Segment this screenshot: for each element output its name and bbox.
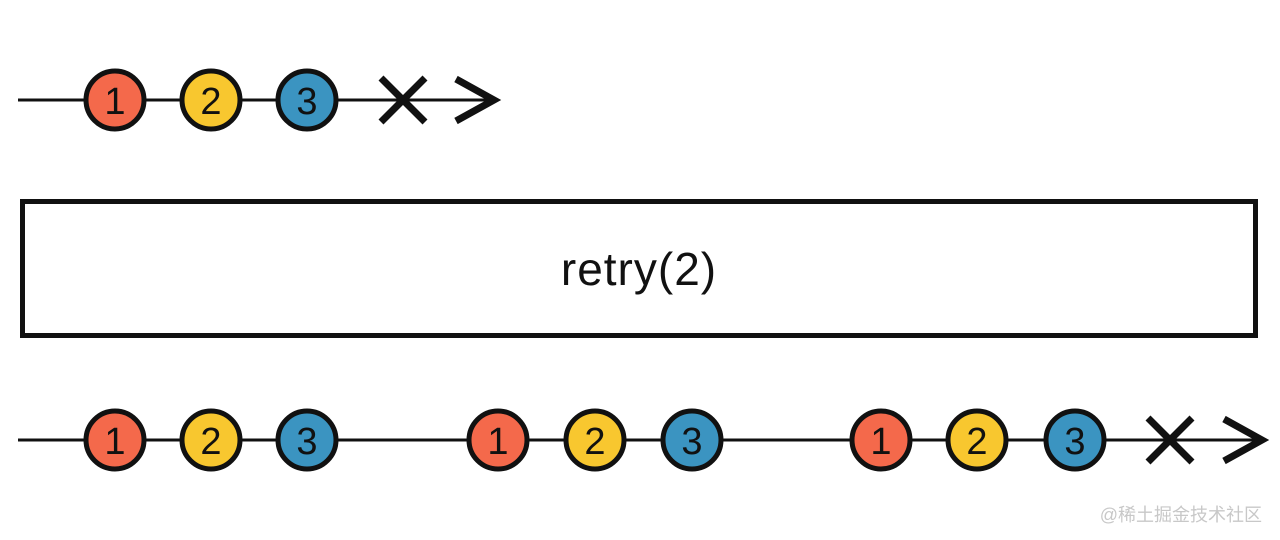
watermark: @稀土掘金技术社区: [1099, 505, 1262, 525]
marble: [275, 408, 339, 472]
marble: [83, 408, 147, 472]
marble-label: 2: [584, 421, 605, 463]
marble-label: 2: [200, 421, 221, 463]
error-stroke-2: [378, 75, 428, 125]
marble: [179, 68, 243, 132]
marble-label: 1: [104, 81, 125, 123]
source-timeline: 1 2 3: [18, 68, 502, 132]
operator-box: retry(2): [20, 199, 1258, 338]
marble-label: 1: [487, 421, 508, 463]
marble: [1043, 408, 1107, 472]
output-error-icon: [1145, 415, 1195, 465]
marble-label: 2: [966, 421, 987, 463]
error-stroke-2: [1145, 415, 1195, 465]
marble: [563, 408, 627, 472]
output-arrowhead-icon: [1222, 415, 1270, 465]
marble-label: 3: [681, 421, 702, 463]
source-arrowhead-icon: [454, 75, 502, 125]
output-timeline: 1 2 3 1 2 3 1 2 3: [18, 408, 1270, 472]
marble: [275, 68, 339, 132]
operator-label: retry(2): [560, 242, 718, 295]
marble-label: 2: [200, 81, 221, 123]
marble: [179, 408, 243, 472]
marble-label: 3: [1064, 421, 1085, 463]
marble-label: 3: [296, 421, 317, 463]
marble: [945, 408, 1009, 472]
source-error-icon: [378, 75, 428, 125]
marble-label: 1: [104, 421, 125, 463]
marble-label: 3: [296, 81, 317, 123]
marble-label: 1: [870, 421, 891, 463]
marble: [849, 408, 913, 472]
marble: [83, 68, 147, 132]
marble: [466, 408, 530, 472]
marble: [660, 408, 724, 472]
